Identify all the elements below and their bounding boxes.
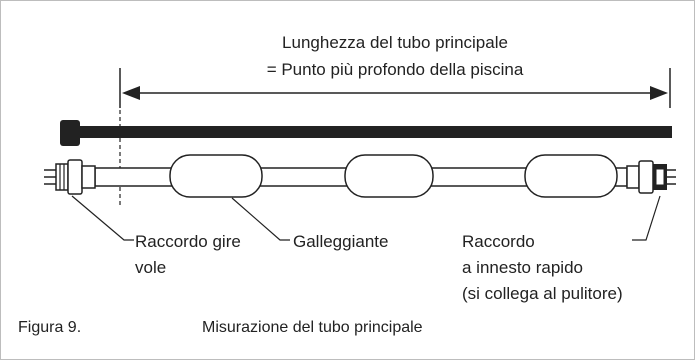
leader-swivel [71, 195, 134, 241]
swivel-fitting [44, 159, 96, 195]
label-quick-line1: Raccordo [462, 232, 535, 251]
label-quick-line2: a innesto rapido [462, 258, 583, 277]
label-quick-line3: (si collega al pulitore) [462, 284, 623, 303]
label-swivel-line2: vole [135, 258, 166, 277]
measuring-pole [60, 120, 672, 146]
label-swivel-line1: Raccordo gire [135, 232, 241, 251]
float-1 [169, 154, 263, 198]
caption-text: Misurazione del tubo principale [202, 319, 423, 336]
caption-figure-number: Figura 9. [18, 319, 81, 336]
leader-float [231, 197, 290, 241]
dimension-title-line2: = Punto più profondo della piscina [267, 60, 524, 79]
dimension-arrow [119, 68, 671, 108]
float-3 [524, 154, 618, 198]
quick-connector [626, 160, 676, 194]
dimension-title-line1: Lunghezza del tubo principale [282, 33, 508, 52]
float-2 [344, 154, 434, 198]
leader-quick-connector [632, 195, 661, 241]
label-float: Galleggiante [293, 232, 388, 251]
